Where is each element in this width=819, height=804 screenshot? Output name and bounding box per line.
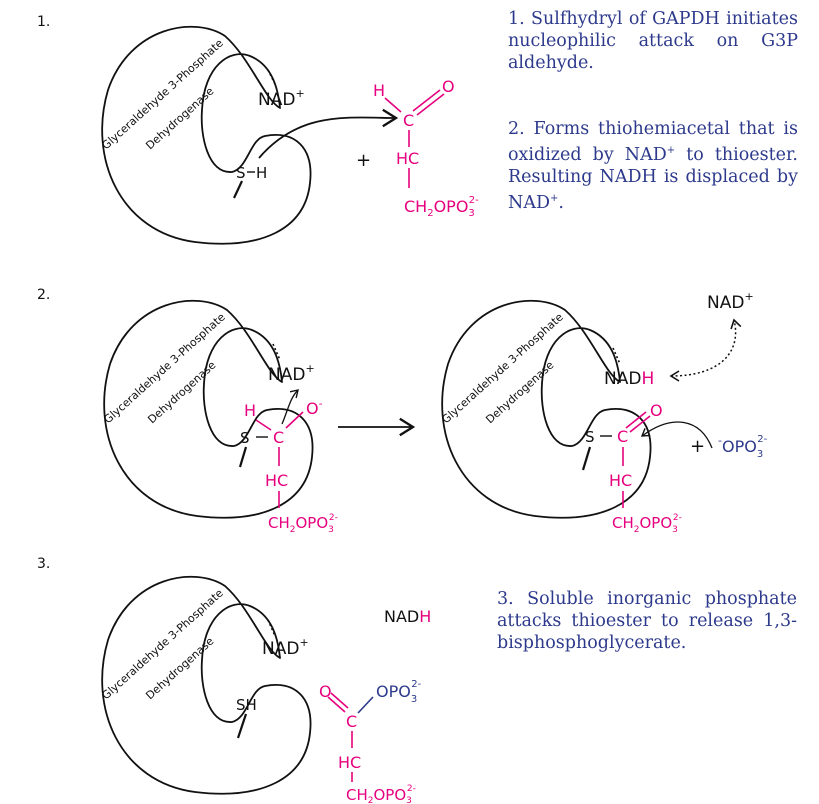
plus-sign: + bbox=[356, 150, 371, 171]
thiol-sh: SH bbox=[236, 696, 257, 714]
carbon-c: C bbox=[273, 428, 284, 447]
step-number-2: 2. bbox=[37, 287, 50, 303]
nad-cofactor: NAD+ bbox=[262, 636, 309, 659]
carbonyl-o: O bbox=[650, 401, 663, 420]
substrate-h: H bbox=[244, 401, 256, 420]
nadh: NADH bbox=[384, 607, 431, 626]
annotation-step2: 2. Forms thiohemiacetal that is oxidized… bbox=[508, 119, 798, 213]
carbon-c: C bbox=[346, 712, 357, 731]
thiol-s: S bbox=[240, 429, 250, 447]
alkoxide-o: O- bbox=[306, 397, 323, 418]
svg-text:C: C bbox=[403, 111, 414, 130]
carbon-hc: HC bbox=[609, 471, 632, 490]
carbon-hc: HC bbox=[265, 471, 288, 490]
step-number-3: 3. bbox=[37, 556, 50, 572]
carbonyl-o: O bbox=[319, 682, 332, 701]
svg-text:H: H bbox=[373, 81, 385, 100]
enzyme-gapdh-4: Glyceraldehyde 3-Phosphate Dehydrogenase bbox=[99, 575, 312, 795]
enzyme-gapdh-1: Glyceraldehyde 3-Phosphate Dehydrogenase bbox=[99, 25, 312, 245]
g3p-substrate: H O C HC CH2OPO32- bbox=[373, 77, 479, 219]
thiol-s: S bbox=[236, 164, 246, 182]
nad-cofactor: NAD+ bbox=[707, 290, 754, 313]
thiol-h: H bbox=[256, 164, 267, 182]
annotation-step3: 3. Soluble inorganic phosphate attacks t… bbox=[497, 589, 797, 653]
svg-text:HC: HC bbox=[396, 149, 419, 168]
annotation-step1: 1. Sulfhydryl of GAPDH initiates nucleop… bbox=[508, 9, 798, 73]
phosphate-group: CH2OPO32- bbox=[346, 784, 416, 804]
phosphate-group: CH2OPO32- bbox=[612, 513, 682, 535]
phosphate-group: CH2OPO32- bbox=[268, 513, 338, 535]
inorganic-phosphate: -OPO32- bbox=[718, 434, 768, 460]
thiol-s: S bbox=[585, 428, 595, 446]
nad-cofactor: NAD+ bbox=[258, 87, 305, 110]
plus-sign: + bbox=[690, 436, 705, 457]
carbon-c: C bbox=[617, 427, 628, 446]
svg-text:O: O bbox=[442, 77, 455, 96]
nadh: NADH bbox=[604, 369, 654, 389]
svg-text:CH2OPO32-: CH2OPO32- bbox=[404, 195, 479, 219]
acyl-phosphate: OPO32- bbox=[376, 679, 422, 705]
step-number-1: 1. bbox=[37, 14, 50, 30]
nad-cofactor: NAD+ bbox=[268, 362, 315, 385]
carbon-hc: HC bbox=[338, 753, 361, 772]
